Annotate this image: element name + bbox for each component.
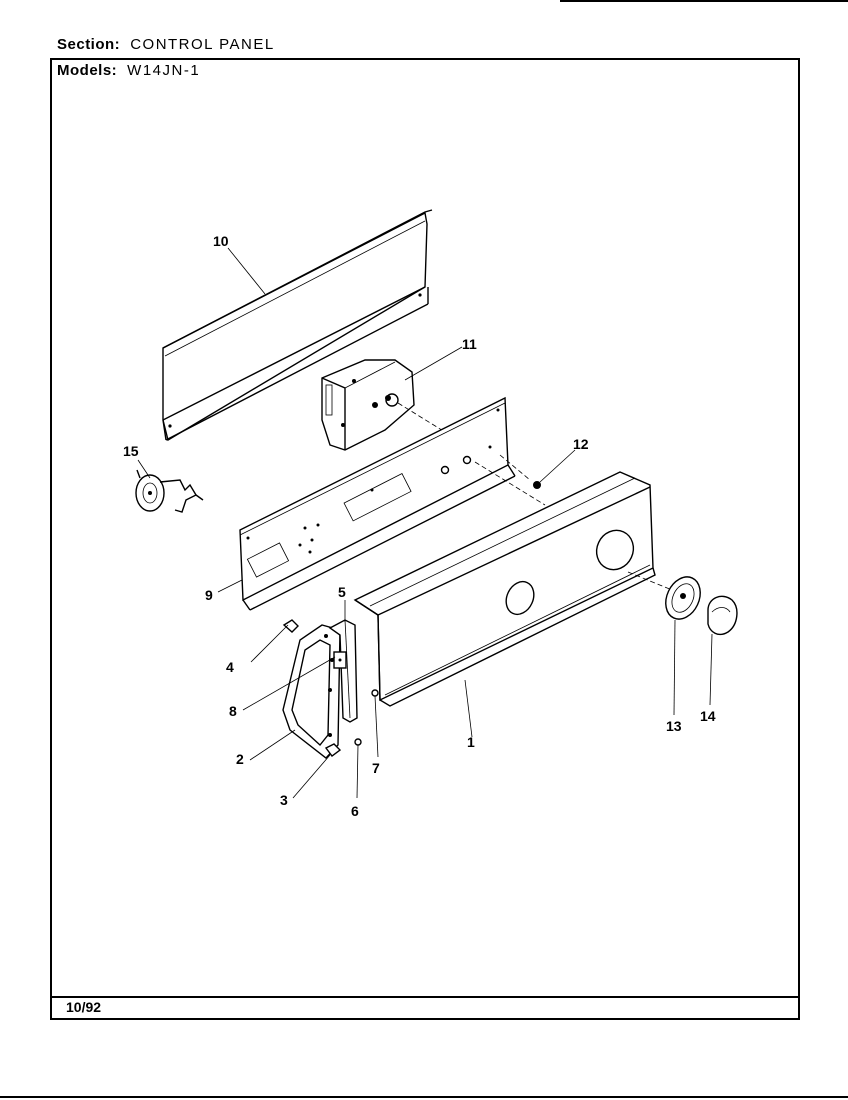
models-heading: Models: W14JN-1: [57, 62, 200, 79]
callout-4: 4: [226, 659, 234, 675]
part-11-timer: [321, 359, 415, 451]
drawing-frame: [50, 58, 800, 1020]
callout-1: 1: [467, 734, 475, 750]
section-value: CONTROL PANEL: [130, 36, 275, 53]
part-8-switch: [333, 651, 347, 669]
callout-2: 2: [236, 751, 244, 767]
models-value: W14JN-1: [127, 62, 201, 79]
part-15-pressure-switch: [135, 469, 204, 513]
section-label: Section:: [57, 36, 121, 53]
part-3-clip: [324, 743, 342, 757]
callout-15: 15: [123, 443, 139, 459]
callout-14: 14: [700, 708, 716, 724]
part-1-console-front: [353, 471, 656, 707]
revision-date: 10/92: [66, 999, 102, 1015]
callout-9: 9: [205, 587, 213, 603]
part-5-strip: [328, 619, 358, 723]
callout-8: 8: [229, 703, 237, 719]
part-13-dial: [665, 576, 701, 620]
part-14-knob: [707, 595, 738, 636]
callout-3: 3: [280, 792, 288, 808]
callout-11: 11: [462, 336, 477, 352]
part-9-console-back-panel: [239, 396, 516, 611]
part-6-screw: [354, 738, 362, 746]
callout-10: 10: [213, 233, 229, 249]
bottom-edge-rule: [0, 1096, 848, 1098]
callout-6: 6: [351, 803, 359, 819]
section-heading: Section: CONTROL PANEL: [57, 36, 275, 53]
part-4-clip: [282, 619, 299, 633]
part-2-bracket: [282, 624, 341, 759]
footer-divider: [50, 996, 800, 998]
models-label: Models:: [57, 62, 118, 79]
part-12-screw: [533, 481, 541, 489]
leader-lines: [137, 247, 713, 799]
part-10-rear-shield: [162, 209, 433, 442]
callout-13: 13: [666, 718, 682, 734]
top-edge-rule: [560, 0, 848, 2]
callout-12: 12: [573, 436, 589, 452]
callout-7: 7: [372, 760, 380, 776]
part-7-screw: [371, 689, 379, 697]
callout-5: 5: [338, 584, 346, 600]
callout-labels: 10 11 12 15 9 5 4 8 2 3 6 7 1 13 14: [123, 233, 716, 819]
